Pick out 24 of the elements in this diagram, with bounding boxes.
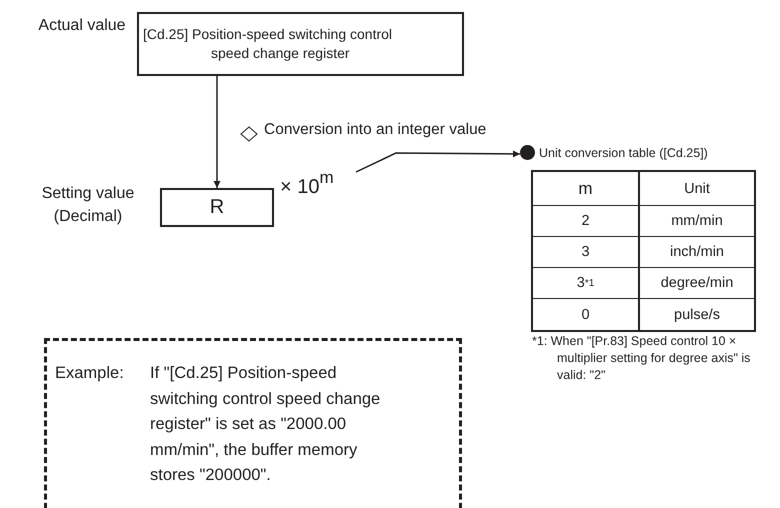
table-cell: degree/min — [640, 268, 754, 299]
multiplier-text: × 10$^{m}$ — [280, 176, 334, 198]
table-cell: 2 — [533, 206, 640, 237]
register-name: [Cd.25] Position-speed switching control speed change register — [142, 25, 394, 63]
setting-value-box — [160, 188, 274, 227]
actual-value-label: Actual value — [37, 16, 127, 36]
table-cell-text: pulse/s — [673, 306, 721, 324]
leader-arrow — [356, 150, 520, 173]
conversion-note: Conversion into an integer value — [264, 121, 486, 139]
footnote: *1: When "[Pr.83] Speed control 10 × multiplier setting for degree axis" is valid: "2" — [532, 333, 752, 384]
flow-arrow — [214, 76, 220, 188]
example-label: Example: — [55, 363, 124, 384]
register-box — [137, 12, 464, 76]
value-symbol: R — [210, 196, 224, 219]
table-cell: 0 — [533, 299, 640, 330]
table-cell: 3 — [533, 237, 640, 268]
table-header: Unit — [640, 172, 754, 206]
table-cell: mm/min — [640, 206, 754, 237]
example-text: If "[Cd.25] Position-speed switching control speed change register" is set as "2000.00 mm/min", the buffer memory stores "200000". — [150, 363, 382, 486]
table-title: Unit conversion table ([Cd.25]) — [539, 146, 708, 160]
table-header: m — [533, 172, 640, 206]
example-note-box — [44, 338, 462, 508]
table-cell: inch/min — [640, 237, 754, 268]
setting-value-label: Setting value (Decimal) — [40, 184, 136, 227]
